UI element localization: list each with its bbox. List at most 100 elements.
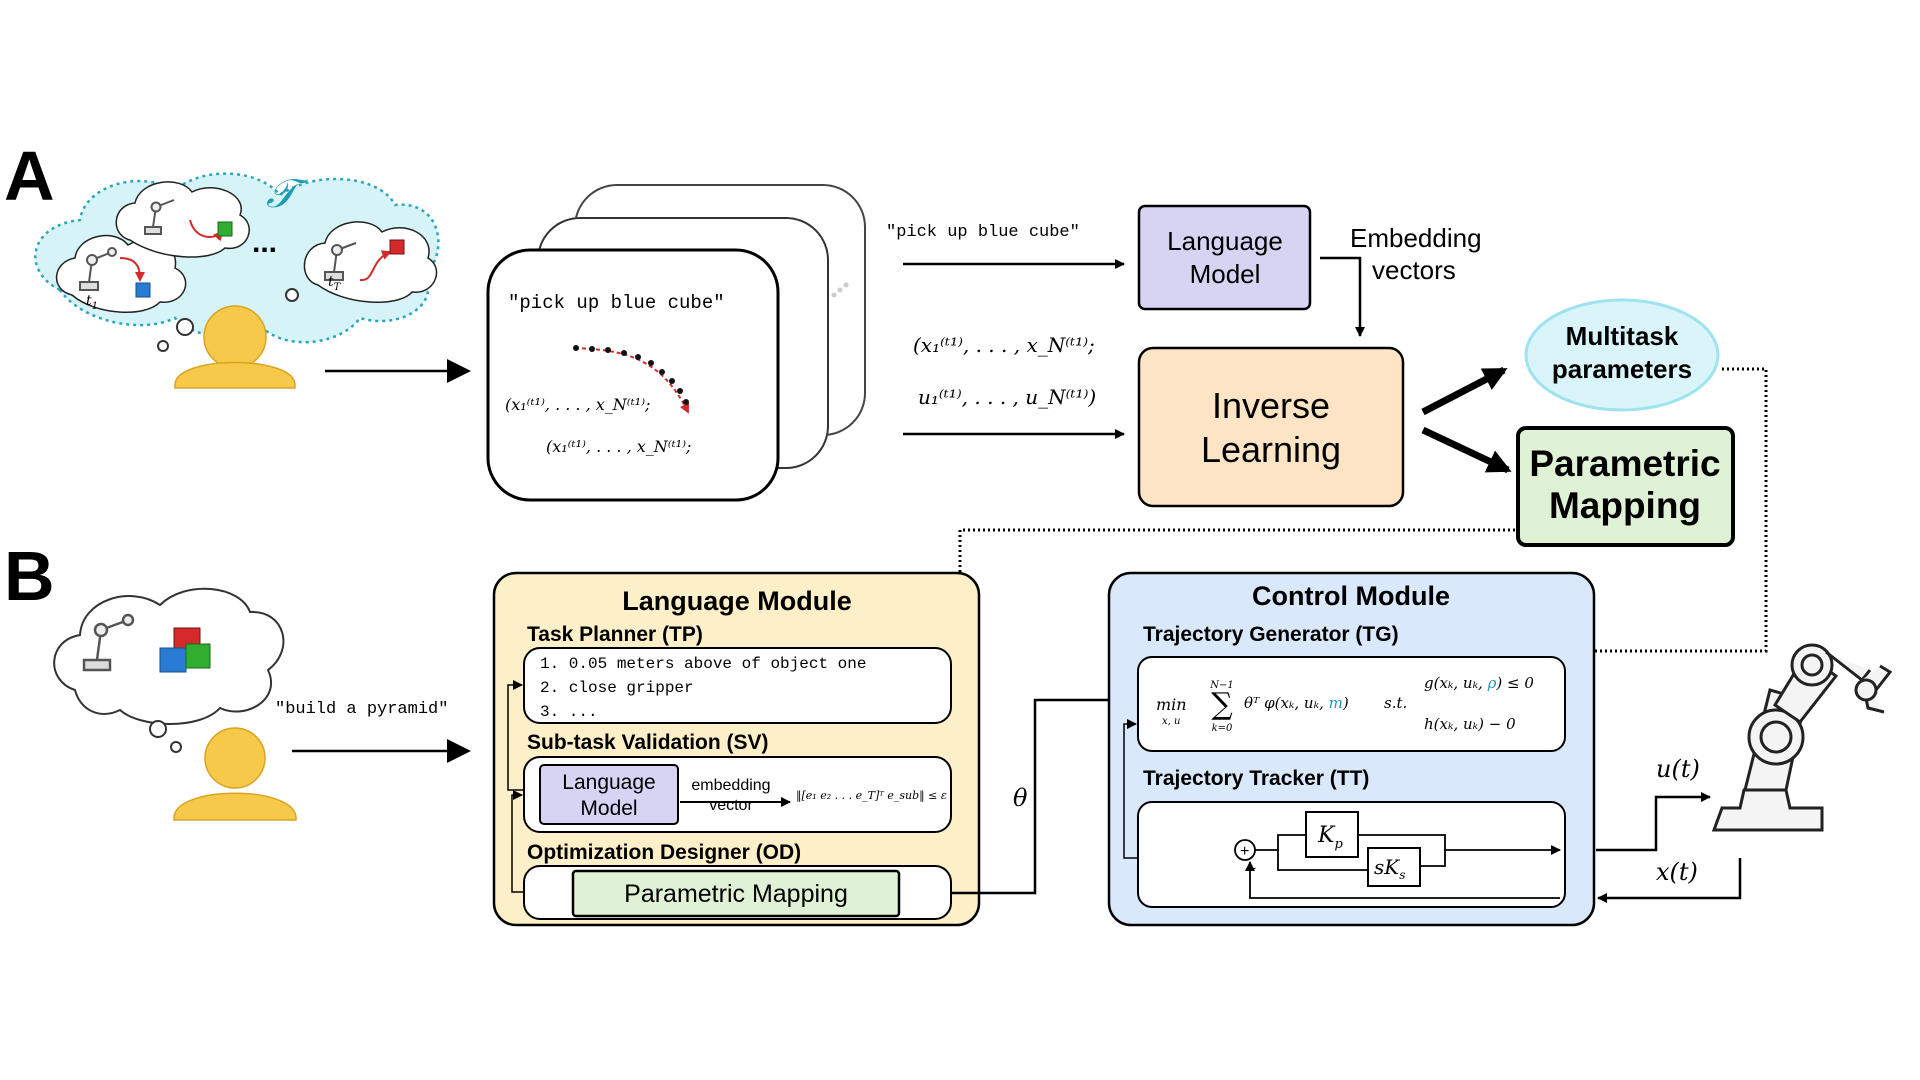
thought-bubble xyxy=(157,340,169,352)
card-prompt: "pick up blue cube" xyxy=(508,292,725,314)
tt-to-tg-feedback xyxy=(1123,719,1138,859)
multitask-line1: Multitask xyxy=(1566,321,1679,351)
card-traj-u: (x₁⁽ᵗ¹⁾, . . . , x_N⁽ᵗ¹⁾; xyxy=(546,437,691,456)
tg-sum-symbol: ∑ xyxy=(1211,687,1233,722)
language-model-line2: Model xyxy=(1190,259,1261,289)
tg-box xyxy=(1137,656,1566,752)
task-cloud-t2 xyxy=(115,181,250,258)
green-cube-icon xyxy=(217,221,233,237)
panel-a-label: A xyxy=(4,137,55,215)
u-t-label: u(t) xyxy=(1656,755,1700,783)
tp-item-3: 3. ... xyxy=(540,703,598,721)
pm-line1: Parametric xyxy=(1529,443,1720,484)
tg-st: s.t. xyxy=(1384,694,1407,712)
red-cube-icon xyxy=(389,239,405,255)
arrow-inverse-to-multitask xyxy=(1421,366,1508,416)
tp-item-1: 1. 0.05 meters above of object one xyxy=(540,655,866,673)
person-icon xyxy=(173,727,297,821)
control-module-title: Control Module xyxy=(1252,581,1450,611)
traj-x-label: (x₁⁽ᵗ¹⁾, . . . , x_N⁽ᵗ¹⁾; xyxy=(913,333,1095,357)
robot-arm-icon xyxy=(82,613,135,672)
tt-line-c xyxy=(1358,834,1561,855)
tg-sum-bottom: k=0 xyxy=(1212,723,1233,734)
arrow-lm-to-inverse xyxy=(1320,256,1365,337)
sks-label: sKs xyxy=(1374,855,1405,882)
arrow-inverse-to-pm xyxy=(1421,426,1512,474)
multitask-parameters-ellipse: Multitask parameters xyxy=(1524,298,1720,412)
tt-line-d xyxy=(1420,850,1446,867)
panel-b-label: B xyxy=(4,537,55,615)
x-t-label: x(t) xyxy=(1656,858,1698,886)
thought-bubble xyxy=(170,741,182,753)
embedding-vectors-line1: Embedding xyxy=(1350,223,1482,253)
sv-lm-line1: Language xyxy=(562,771,655,794)
build-cloud xyxy=(53,587,285,725)
thought-bubble xyxy=(176,318,194,336)
sv-formula: ‖[e₁ e₂ . . . e_T]ᵀ e_sub‖ ≤ ε xyxy=(796,789,947,803)
tp-box xyxy=(523,647,952,724)
od-pm-box xyxy=(571,869,901,918)
tt-line-a xyxy=(1255,834,1306,851)
traj-u-label: u₁⁽ᵗ¹⁾, . . . , u_N⁽ᵗ¹⁾) xyxy=(918,385,1096,409)
tt-feedback xyxy=(1245,861,1560,899)
inverse-learning-box: Inverse Learning xyxy=(1137,346,1405,508)
cube-pyramid-icon xyxy=(159,627,211,673)
tt-title: Trajectory Tracker (TT) xyxy=(1143,767,1369,790)
tp-title: Task Planner (TP) xyxy=(527,623,703,646)
robot-arm-icon xyxy=(79,247,117,291)
tp-item-2: 2. close gripper xyxy=(540,679,694,697)
demo-card-stack: "pick up blue cube" (x₁⁽ᵗ¹⁾, . . . , x_N… xyxy=(486,184,866,502)
sv-title: Sub-task Validation (SV) xyxy=(527,731,769,754)
robot-arm-icon xyxy=(1711,643,1893,832)
tg-objective: θᵀ φ(xₖ, uₖ, m) xyxy=(1244,694,1349,712)
tg-sum-top: N−1 xyxy=(1209,680,1234,691)
tt-line-b xyxy=(1277,850,1368,871)
task-cloud-t1: t1 xyxy=(55,234,187,313)
sv-language-model-box xyxy=(539,764,679,825)
thought-bubble xyxy=(149,720,167,738)
tg-min-sub: x, u xyxy=(1162,716,1180,727)
arrow-od-to-tg xyxy=(951,695,1135,895)
arrow-u-to-robot xyxy=(1596,792,1711,852)
tg-title: Trajectory Generator (TG) xyxy=(1143,623,1399,646)
sv-lm-line2: Model xyxy=(580,797,637,820)
robot-arm-icon xyxy=(144,199,175,235)
sv-embedding-line2: vector xyxy=(709,797,753,814)
od-to-sv-feedback xyxy=(511,790,524,893)
prompt-to-lm: "pick up blue cube" xyxy=(886,223,1080,242)
theta-label: θ xyxy=(1013,784,1028,812)
sv-embedding-line1: embedding xyxy=(691,777,770,794)
cloud-ellipsis: ... xyxy=(252,226,277,259)
parametric-mapping-box: Parametric Mapping xyxy=(1516,426,1735,547)
thought-bubble xyxy=(285,288,299,302)
od-title: Optimization Designer (OD) xyxy=(527,841,801,864)
t1-label: t1 xyxy=(86,293,98,312)
kp-label: Kp xyxy=(1317,823,1343,852)
od-pm-label: Parametric Mapping xyxy=(624,880,848,908)
robot-arm-icon xyxy=(324,242,357,281)
inverse-learning-line1: Inverse xyxy=(1212,385,1330,426)
tg-min: min xyxy=(1156,695,1187,714)
embedding-vectors-line2: vectors xyxy=(1372,255,1456,285)
arrow-x-from-robot xyxy=(1597,858,1742,903)
pm-line2: Mapping xyxy=(1549,485,1701,526)
dotted-multitask-to-tg xyxy=(1338,367,1768,698)
trajectory-points xyxy=(573,345,689,405)
multitask-line2: parameters xyxy=(1552,354,1692,384)
person-icon xyxy=(174,305,296,389)
task-cloud-tT: tT xyxy=(303,221,438,303)
sks-block xyxy=(1367,847,1421,887)
language-model-line1: Language xyxy=(1167,226,1283,256)
summing-plus: + xyxy=(1240,843,1249,860)
card-traj-x: (x₁⁽ᵗ¹⁾, . . . , x_N⁽ᵗ¹⁾; xyxy=(505,395,650,414)
tg-g-constraint: g(xₖ, uₖ, ρ) ≤ 0 xyxy=(1424,674,1534,692)
inverse-learning-line2: Learning xyxy=(1201,429,1341,470)
blue-cube-icon xyxy=(135,282,151,298)
language-module-title: Language Module xyxy=(622,586,852,616)
tT-label: tT xyxy=(328,274,342,293)
language-model-box: Language Model xyxy=(1137,204,1312,311)
demo-card-front xyxy=(486,248,780,502)
tg-h-constraint: h(xₖ, uₖ) − 0 xyxy=(1424,715,1516,733)
build-prompt: "build a pyramid" xyxy=(275,700,448,719)
